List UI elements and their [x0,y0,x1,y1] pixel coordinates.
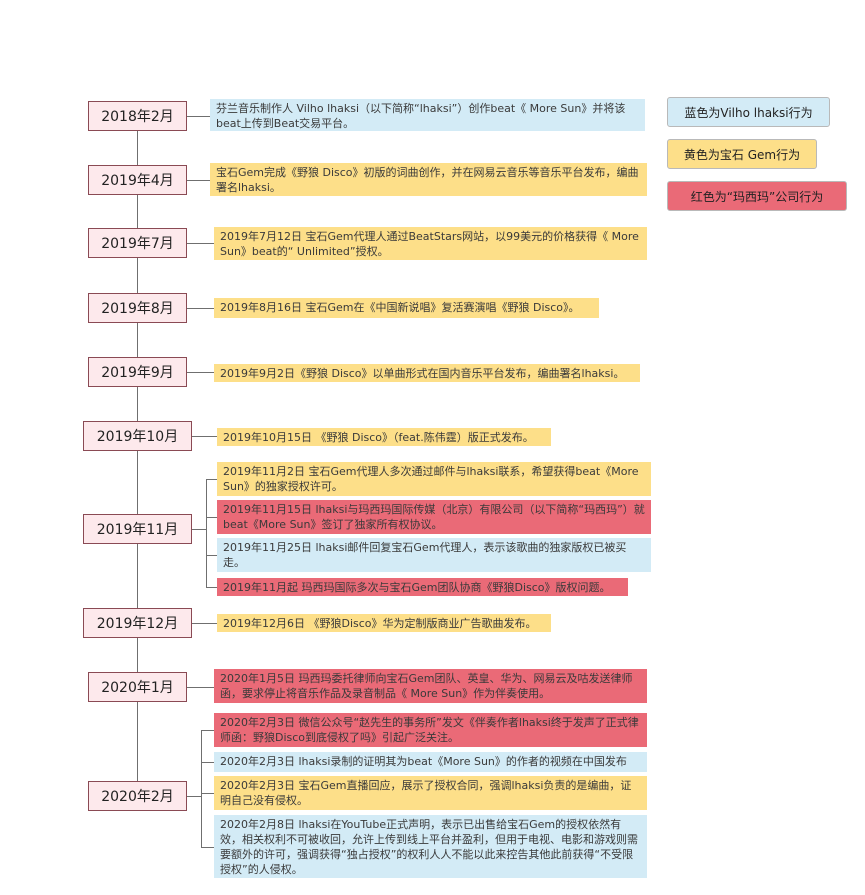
date-node: 2019年9月 [88,357,187,387]
event-box: 2020年2月8日 lhaksi在YouTube正式声明，表示已出售给宝石Gem… [214,815,647,878]
date-node: 2019年12月 [83,608,192,638]
timeline-spine [137,116,138,797]
event-box: 2019年11月起 玛西玛国际多次与宝石Gem团队协商《野狼Disco》版权问题… [217,578,628,596]
connector-line [201,730,214,731]
date-node: 2019年8月 [88,293,187,323]
event-box: 芬兰音乐制作人 Vilho lhaksi（以下简称“lhaksi”）创作beat… [210,99,645,131]
event-box: 2019年7月12日 宝石Gem代理人通过BeatStars网站，以99美元的价… [214,227,647,260]
connector-line [187,243,214,244]
connector-line [206,587,217,588]
connector-line [206,479,217,480]
date-node: 2018年2月 [88,101,187,131]
date-node: 2019年11月 [83,514,192,544]
connector-line [187,180,210,181]
event-box: 2020年2月3日 lhaksi录制的证明其为beat《More Sun》的作者… [214,752,647,772]
event-box: 宝石Gem完成《野狼 Disco》初版的词曲创作，并在网易云音乐等音乐平台发布，… [210,163,647,196]
date-node: 2020年1月 [88,672,187,702]
event-box: 2019年11月25日 lhaksi邮件回复宝石Gem代理人，表示该歌曲的独家版… [217,538,651,572]
bracket-line [201,730,202,847]
event-box: 2019年11月2日 宝石Gem代理人多次通过邮件与lhaksi联系，希望获得b… [217,462,651,496]
legend-item: 蓝色为Vilho lhaksi行为 [667,97,830,127]
date-node: 2020年2月 [88,781,187,811]
legend-item: 黄色为宝石 Gem行为 [667,139,817,169]
connector-line [187,308,214,309]
connector-line [206,555,217,556]
event-box: 2019年11月15日 lhaksi与玛西玛国际传媒（北京）有限公司（以下简称“… [217,500,651,534]
event-box: 2019年10月15日 《野狼 Disco》（feat.陈伟霆）版正式发布。 [217,428,551,446]
connector-line [192,623,217,624]
connector-line [201,793,214,794]
connector-line [201,847,214,848]
connector-line [192,529,206,530]
event-box: 2020年1月5日 玛西玛委托律师向宝石Gem团队、英皇、华为、网易云及咕发送律… [214,669,647,703]
date-node: 2019年4月 [88,165,187,195]
bracket-line [206,479,207,587]
connector-line [187,796,201,797]
connector-line [187,116,210,117]
connector-line [187,372,214,373]
date-node: 2019年7月 [88,228,187,258]
event-box: 2020年2月3日 微信公众号“赵先生的事务所”发文《伴奏作者lhaksi终于发… [214,713,647,747]
connector-line [206,517,217,518]
date-node: 2019年10月 [83,421,192,451]
event-box: 2019年9月2日《野狼 Disco》以单曲形式在国内音乐平台发布，编曲署名lh… [214,364,640,382]
connector-line [187,687,214,688]
connector-line [201,762,214,763]
event-box: 2019年8月16日 宝石Gem在《中国新说唱》复活赛演唱《野狼 Disco》。 [214,298,599,318]
legend-item: 红色为“玛西玛”公司行为 [667,181,847,211]
connector-line [192,436,217,437]
event-box: 2020年2月3日 宝石Gem直播回应，展示了授权合同，强调lhaksi负责的是… [214,776,647,810]
event-box: 2019年12月6日 《野狼Disco》华为定制版商业广告歌曲发布。 [217,614,551,632]
